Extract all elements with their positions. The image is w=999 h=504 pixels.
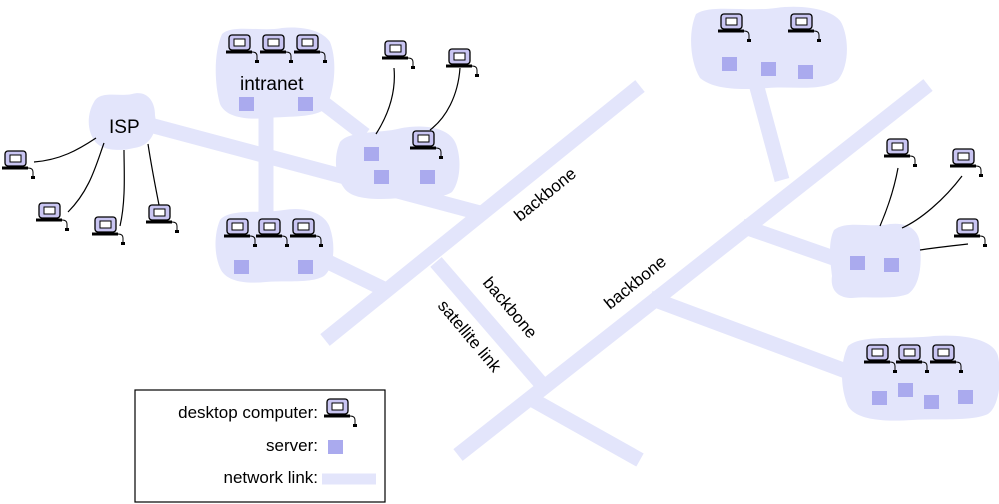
desktop-computer-icon — [0, 149, 37, 181]
thin-isp-pc1 — [33, 137, 97, 163]
thin-right-pc-c — [919, 243, 969, 251]
legend-desktop-label: desktop computer: — [178, 403, 318, 422]
thin-isp-pc3 — [119, 149, 125, 227]
link-top-right-cloud — [747, 78, 790, 182]
cloud-lan-center — [335, 126, 460, 199]
server-icon — [364, 147, 379, 161]
server-icon — [420, 170, 435, 184]
server-icon — [924, 395, 939, 409]
server-icon — [298, 260, 313, 274]
link-bottom-right-cloud — [647, 290, 873, 388]
legend: desktop computer: server: network link: — [134, 389, 386, 503]
network-links — [148, 75, 933, 467]
server-icon — [898, 383, 913, 397]
desktop-computer-icon — [948, 147, 985, 179]
server-icon — [958, 390, 973, 404]
desktop-computer-icon — [90, 215, 127, 247]
cloud-right — [830, 223, 921, 298]
network-clouds — [88, 6, 999, 421]
server-icon — [374, 170, 389, 184]
link-right-cloud — [739, 218, 848, 270]
thin-right-pc-b — [901, 175, 963, 229]
thin-lan-pc-b — [429, 67, 461, 131]
legend-network-link-label: network link: — [224, 468, 318, 487]
desktop-computer-icon — [380, 39, 417, 71]
server-icon — [884, 258, 899, 272]
desktop-computer-icon — [34, 201, 71, 233]
server-icon — [850, 256, 865, 270]
thin-isp-pc4 — [147, 143, 161, 211]
backbone-right — [453, 79, 933, 461]
desktop-computer-icon — [952, 217, 989, 249]
server-icon — [798, 65, 813, 79]
backbone-left — [320, 80, 645, 346]
backbone-satellite — [430, 257, 551, 393]
cloud-top-right — [691, 6, 847, 89]
server-icon — [722, 57, 737, 71]
server-icon — [872, 391, 887, 405]
cloud-isp — [88, 93, 156, 150]
server-icon — [239, 97, 254, 111]
thin-isp-pc2 — [67, 142, 105, 213]
server-icon — [234, 260, 249, 274]
intranet-label: intranet — [240, 74, 304, 95]
thin-right-pc-a — [879, 167, 899, 227]
desktop-computer-icon — [882, 137, 919, 169]
server-icon — [328, 440, 343, 454]
thin-lan-pc-a — [375, 67, 395, 135]
link-isp-backbone — [148, 117, 482, 221]
link-lan-bottom — [316, 251, 394, 299]
link-bottom-diag — [529, 393, 644, 467]
server-icon — [761, 62, 776, 76]
desktop-computer-icon — [144, 203, 181, 235]
desktop-computer-icon — [444, 47, 481, 79]
server-icon — [298, 97, 313, 111]
isp-label: ISP — [109, 117, 140, 138]
legend-server-label: server: — [266, 436, 318, 455]
thin-links — [33, 67, 969, 251]
servers — [234, 57, 973, 409]
